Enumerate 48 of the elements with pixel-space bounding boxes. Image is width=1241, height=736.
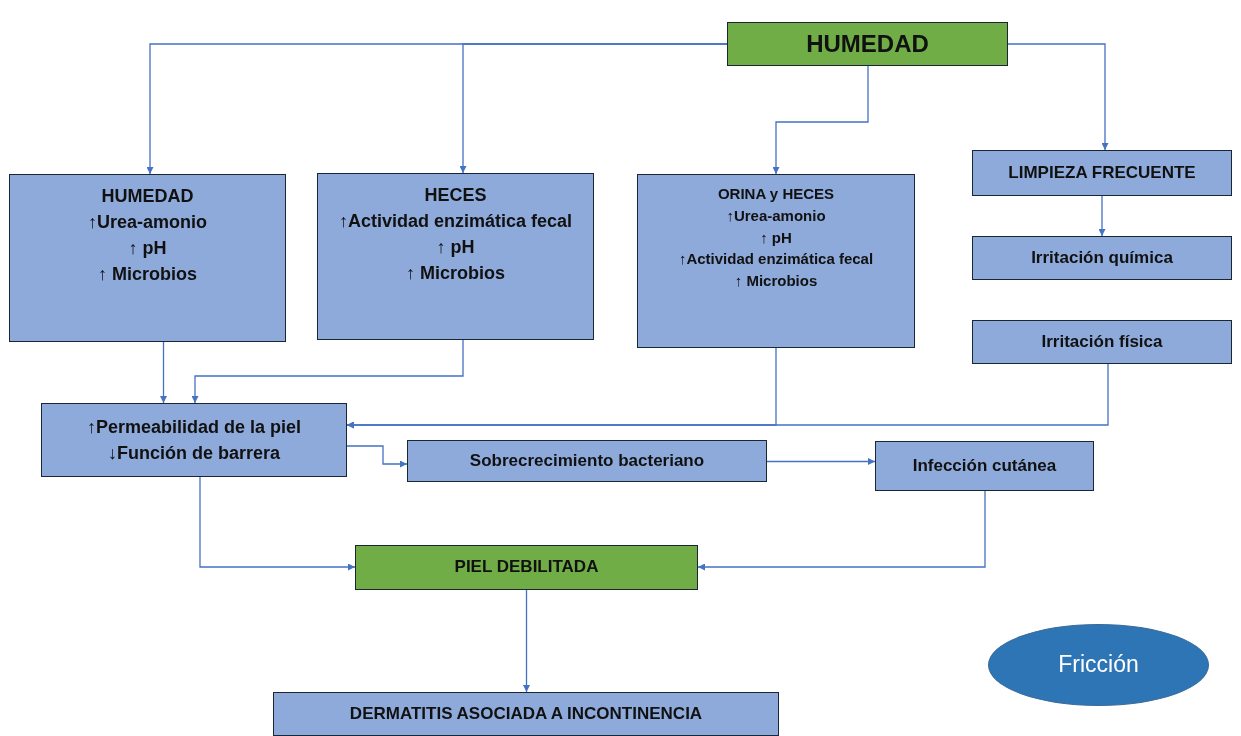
process-box bbox=[273, 692, 779, 736]
process-box bbox=[972, 150, 1232, 196]
arrow bbox=[766, 458, 876, 465]
arrow bbox=[1007, 43, 1109, 151]
box-text: ↑ pH bbox=[128, 237, 167, 261]
box-text: Fricción bbox=[1058, 650, 1139, 680]
process-box bbox=[637, 174, 915, 348]
box-text: Irritación física bbox=[1041, 330, 1163, 353]
process-box bbox=[407, 440, 767, 482]
box-text: ↑ pH bbox=[436, 236, 475, 260]
box-text: Sobrecrecimiento bacteriano bbox=[469, 449, 705, 472]
process-box bbox=[355, 545, 698, 590]
process-box bbox=[41, 403, 347, 477]
box-text: ↑ Microbios bbox=[98, 263, 197, 287]
arrow bbox=[346, 363, 1109, 429]
box-text: ↑ Microbios bbox=[734, 271, 818, 291]
box-text: ↑Actividad enzimática fecal bbox=[678, 249, 874, 270]
box-text: ↑Urea-amonio bbox=[726, 205, 826, 226]
process-box bbox=[875, 441, 1094, 491]
process-box bbox=[972, 236, 1232, 280]
arrow bbox=[772, 65, 869, 175]
arrow bbox=[1098, 195, 1106, 237]
process-box bbox=[317, 173, 594, 340]
box-text: DERMATITIS ASOCIADA A INCONTINENCIA bbox=[349, 702, 703, 725]
arrow bbox=[160, 341, 167, 404]
process-box bbox=[727, 22, 1008, 66]
arrow bbox=[459, 43, 728, 174]
box-text: Irritación química bbox=[1031, 246, 1173, 269]
arrow bbox=[191, 339, 464, 404]
arrow bbox=[199, 476, 356, 571]
process-box bbox=[9, 174, 286, 342]
box-heading: ↑Permeabilidad de la piel bbox=[86, 415, 302, 439]
box-heading: HECES bbox=[424, 184, 487, 207]
box-text: HUMEDAD bbox=[806, 28, 929, 59]
box-text: ↑Urea-amonio bbox=[88, 211, 207, 235]
process-box bbox=[972, 320, 1232, 364]
box-heading: ORINA y HECES bbox=[717, 184, 835, 204]
box-text: Infección cutánea bbox=[912, 454, 1057, 477]
arrow bbox=[523, 589, 530, 693]
arrow bbox=[346, 445, 408, 468]
box-text: LIMPIEZA FRECUENTE bbox=[1008, 161, 1196, 184]
box-text: ↓Función de barrera bbox=[107, 442, 280, 465]
arrow bbox=[697, 490, 986, 571]
box-text: ↑ Microbios bbox=[406, 262, 505, 286]
box-text: ↑Actividad enzimática fecal bbox=[338, 210, 573, 234]
box-text: ↑ pH bbox=[760, 227, 792, 248]
box-text: PIEL DEBILITADA bbox=[454, 556, 599, 579]
box-heading: HUMEDAD bbox=[101, 185, 194, 208]
